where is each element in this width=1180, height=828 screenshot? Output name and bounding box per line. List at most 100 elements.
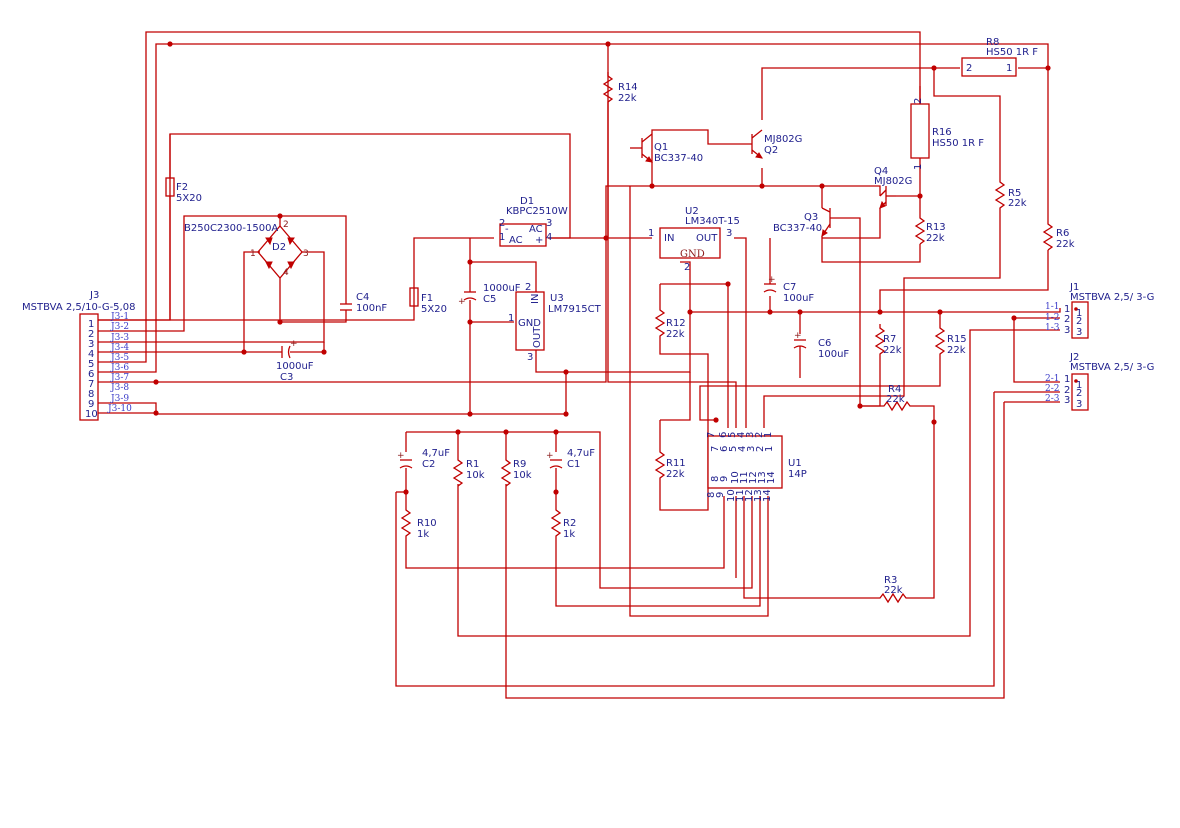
u2-in: IN — [664, 233, 674, 244]
j1-pin-2: 2 — [1076, 316, 1082, 327]
resistor-r12: R12 22k — [654, 306, 686, 342]
j2-pin-2-outer: 2 — [1064, 385, 1070, 396]
resistor-r8: R8 HS50 1R F 2 1 — [961, 37, 1038, 77]
u1-pin-13-inner: 13 — [757, 471, 768, 484]
j3-net-5: J3-5 — [110, 353, 129, 363]
j1-pin-3-outer: 3 — [1064, 325, 1070, 336]
d2-ref: D2 — [272, 242, 286, 253]
j3-net-3: J3-3 — [110, 333, 129, 343]
u1-pin-14: 14 — [762, 489, 773, 502]
j2-ref: J2 — [1069, 352, 1079, 363]
capacitor-c3: + 1000uF C3 — [276, 339, 314, 383]
d2-pin-4: 4 — [283, 268, 289, 278]
j3-pin-10: 10 — [85, 409, 98, 420]
j3-net-2: J3-2 — [110, 322, 129, 332]
j3-pin-4: 4 — [88, 349, 94, 360]
u1-pin-9-inner: 9 — [719, 476, 730, 482]
r13-value: 22k — [926, 233, 945, 244]
u2-pin-2: 2 — [684, 262, 690, 273]
c2-ref: C2 — [422, 459, 435, 470]
capacitor-c2: + 4,7uF C2 — [397, 448, 450, 470]
u1-top-pin-6-inner: 6 — [719, 446, 730, 452]
r4-value: 22k — [886, 394, 905, 405]
c2-plus-icon: + — [397, 451, 405, 461]
c2-value: 4,7uF — [422, 448, 450, 459]
j3-net-8: J3-8 — [110, 383, 129, 393]
r3-ref: R3 — [884, 575, 897, 586]
j2-pin-2: 2 — [1076, 388, 1082, 399]
transistor-q2: MJ802G Q2 — [751, 129, 802, 159]
r7-ref: R7 — [883, 334, 896, 345]
j2-pin-3-outer: 3 — [1064, 395, 1070, 406]
resistor-r7: R7 22k — [874, 324, 902, 360]
c5-ref: C5 — [483, 294, 496, 305]
d1-plus: + — [535, 235, 543, 246]
j2-net-3: 2-3 — [1045, 394, 1060, 404]
resistor-r13: R13 22k — [914, 214, 946, 245]
j3-pin-7: 7 — [88, 379, 94, 390]
j3-pin-6: 6 — [88, 369, 94, 380]
u1-pin-6: 6 — [718, 432, 729, 438]
r16-pin-2: 2 — [913, 98, 924, 104]
d1-ref: D1 — [520, 196, 534, 207]
r14-value: 22k — [618, 93, 637, 104]
u2-gnd: GND — [680, 249, 705, 260]
u3-value: LM7915CT — [548, 304, 602, 315]
j3-net-4: J3-4 — [110, 343, 129, 353]
r8-pin-1: 1 — [1006, 63, 1012, 74]
c6-value: 100uF — [818, 349, 849, 360]
resistor-r15: R15 22k — [934, 324, 967, 360]
r9-value: 10k — [513, 470, 532, 481]
u2-pin-3: 3 — [726, 228, 732, 239]
r16-pin-1: 1 — [913, 164, 924, 170]
u1-pin-4: 4 — [736, 432, 747, 438]
q2-value: MJ802G — [764, 134, 802, 145]
q3-value: BC337-40 — [773, 223, 822, 234]
r12-value: 22k — [666, 329, 685, 340]
j3-pin-3: 3 — [88, 339, 94, 350]
r10-ref: R10 — [417, 518, 437, 529]
r3-value: 22k — [884, 585, 903, 596]
j1-net-1: 1-1 — [1045, 302, 1060, 312]
r8-ref: R8 — [986, 37, 999, 48]
u2-ref: U2 — [685, 206, 699, 217]
u1-pin-14-inner: 14 — [766, 471, 777, 484]
u3-pin-1: 1 — [508, 313, 514, 324]
d1-pin-2: 2 — [499, 218, 505, 229]
u1-pin-9: 9 — [715, 492, 726, 498]
j3-net-1: J3-1 — [110, 312, 129, 322]
u1-pin-8-inner: 8 — [710, 476, 721, 482]
j1-pin-3: 3 — [1076, 327, 1082, 338]
q3-ref: Q3 — [804, 212, 818, 223]
regulator-u2: U2 LM340T-15 IN OUT GND 1 3 2 — [648, 206, 740, 273]
c3-plus-icon: + — [290, 339, 298, 349]
q1-ref: Q1 — [654, 142, 668, 153]
u3-ref: U3 — [550, 293, 564, 304]
regulator-u3: U3 LM7915CT GND IN OUT 1 2 3 — [508, 282, 602, 363]
d2-pin-3: 3 — [303, 249, 309, 259]
resistor-r6: R6 22k — [1042, 220, 1075, 251]
j1-pin-2-outer: 2 — [1064, 314, 1070, 325]
u1-top-pin-4-inner: 4 — [737, 446, 748, 452]
r6-value: 22k — [1056, 239, 1075, 250]
r13-ref: R13 — [926, 222, 946, 233]
u1-pin-12-inner: 12 — [748, 471, 759, 484]
u1-top-pin-2-inner: 2 — [755, 446, 766, 452]
j2-value: MSTBVA 2,5/ 3-G — [1070, 362, 1154, 373]
r15-value: 22k — [947, 345, 966, 356]
capacitor-c7: + C7 100uF — [763, 275, 814, 304]
q4-ref: Q4 — [874, 166, 888, 177]
c1-plus-icon: + — [546, 451, 554, 461]
c4-value: 100nF — [356, 303, 387, 314]
j1-value: MSTBVA 2,5/ 3-G — [1070, 292, 1154, 303]
transistor-q3: Q3 BC337-40 — [773, 207, 848, 237]
bridge-rectifier-d2: D2 B250C2300-1500A 2 1 3 4 — [184, 220, 309, 280]
c6-plus-icon: + — [794, 331, 802, 341]
u1-ref: U1 — [788, 458, 802, 469]
j3-value: MSTBVA 2,5/10-G-5,08 — [22, 302, 135, 313]
q1-value: BC337-40 — [654, 153, 703, 164]
r10-value: 1k — [417, 529, 429, 540]
r1-value: 10k — [466, 470, 485, 481]
fuse-f2: F2 5X20 — [165, 177, 202, 204]
